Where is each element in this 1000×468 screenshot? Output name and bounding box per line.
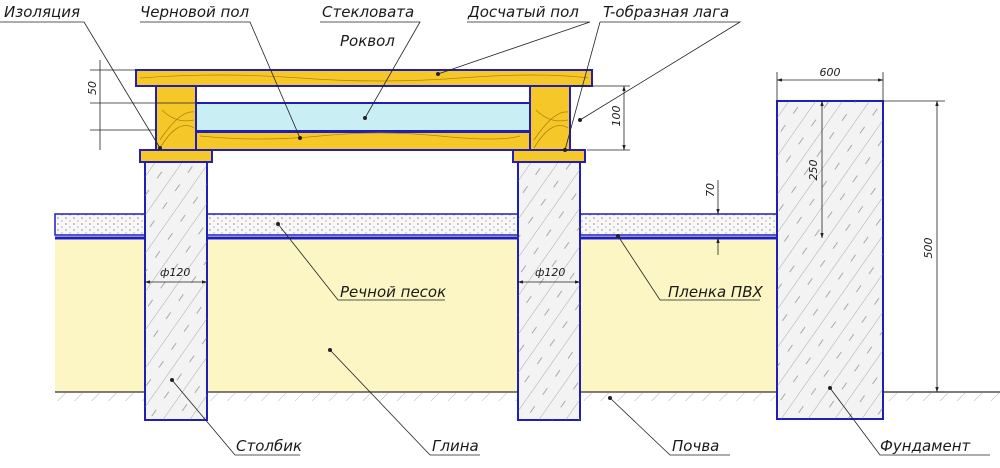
svg-text:70: 70 bbox=[704, 183, 717, 197]
svg-text:600: 600 bbox=[820, 66, 841, 79]
label-plank-floor: Досчатый пол bbox=[467, 3, 579, 21]
label-post: Столбик bbox=[236, 437, 302, 455]
label-soil: Почва bbox=[672, 437, 719, 455]
dim-50: 50 bbox=[86, 60, 196, 150]
dim-70: 70 bbox=[704, 180, 720, 255]
dim-250: 250 bbox=[807, 100, 824, 239]
svg-text:250: 250 bbox=[807, 160, 820, 181]
joist-left bbox=[155, 84, 197, 151]
svg-text:500: 500 bbox=[922, 238, 935, 259]
dim-500: 500 bbox=[883, 100, 945, 393]
post-cap-left bbox=[139, 149, 213, 163]
dim-post-left: ф120 bbox=[144, 266, 208, 284]
subfloor-board bbox=[195, 131, 531, 151]
glasswool-layer bbox=[195, 102, 531, 132]
plank-floor bbox=[135, 69, 593, 87]
label-subfloor: Черновой пол bbox=[140, 3, 250, 21]
label-river-sand: Речной песок bbox=[340, 283, 446, 301]
label-insulation: Изоляция bbox=[4, 3, 80, 21]
dim-600: 600 bbox=[776, 66, 884, 101]
label-clay: Глина bbox=[432, 437, 479, 455]
joist-right bbox=[529, 84, 571, 151]
label-pvc-film: Пленка ПВХ bbox=[668, 283, 763, 301]
svg-text:100: 100 bbox=[610, 106, 623, 127]
svg-text:ф120: ф120 bbox=[160, 266, 190, 279]
post-cap-right bbox=[512, 149, 586, 163]
label-foundation: Фундамент bbox=[880, 437, 972, 455]
dim-post-right: ф120 bbox=[517, 266, 581, 284]
svg-text:ф120: ф120 bbox=[535, 266, 565, 279]
svg-text:50: 50 bbox=[86, 81, 99, 95]
label-glasswool: Стекловата bbox=[322, 3, 414, 21]
label-t-joist: T-образная лага bbox=[603, 3, 729, 21]
label-rockwool: Роквол bbox=[340, 32, 395, 50]
dim-100: 100 bbox=[572, 85, 630, 151]
